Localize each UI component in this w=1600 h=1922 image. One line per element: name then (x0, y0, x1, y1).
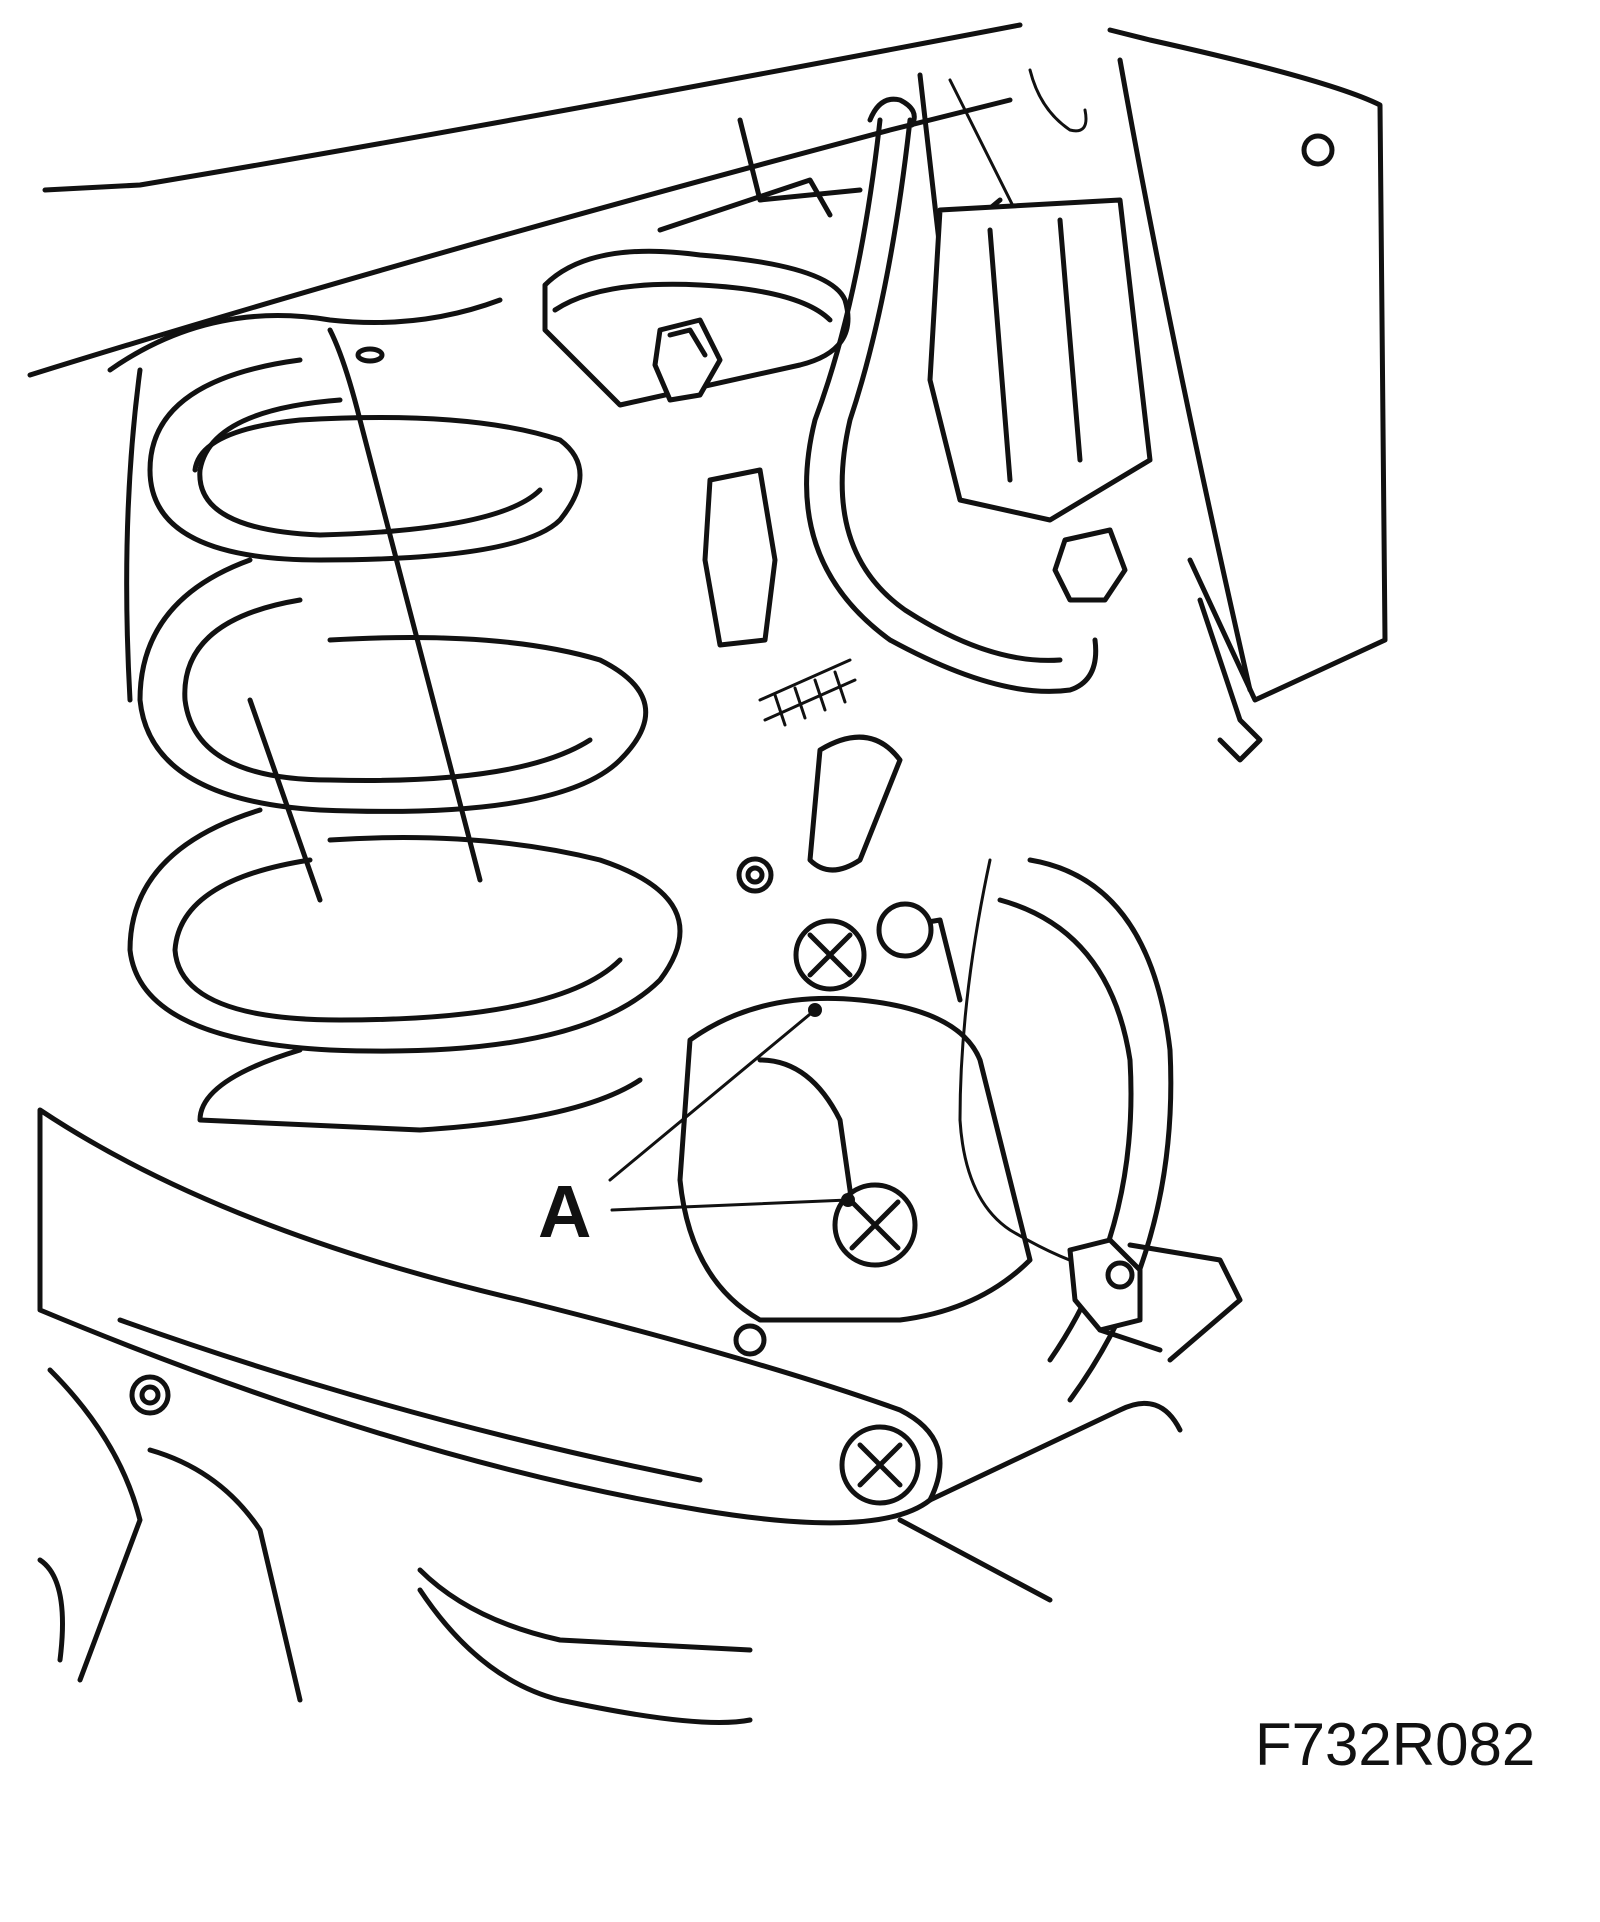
caliper-bolt (1052, 527, 1128, 603)
body-panel (27, 22, 1023, 378)
wheel-knuckle (677, 917, 1033, 1357)
subframe (37, 1367, 753, 1703)
bleed-nipple (702, 467, 778, 648)
leader-dot-upper (808, 1003, 822, 1017)
parking-brake-spring (736, 658, 903, 894)
brake-hose (804, 68, 1099, 694)
shock-absorber (124, 327, 483, 903)
coil-spring (127, 357, 683, 1133)
brake-caliper (702, 197, 1153, 648)
lower-shock-mount-bolt (793, 901, 934, 992)
inner-wheelhouse-panel (1107, 27, 1388, 763)
leader-dot-lower (841, 1193, 855, 1207)
callout-label-a: A (538, 1170, 592, 1253)
upper-spring-mount (542, 177, 851, 408)
figure-code: F732R082 (1255, 1711, 1536, 1778)
knuckle-bolt (832, 1182, 918, 1268)
lower-control-arm (37, 1107, 1183, 1603)
subframe-hole (129, 1374, 171, 1416)
callout-leaders (608, 1003, 855, 1212)
abs-sensor (958, 858, 1243, 1363)
knuckle-hole (733, 1323, 767, 1357)
mount-nut (652, 317, 723, 403)
panel-hole (1301, 133, 1335, 167)
